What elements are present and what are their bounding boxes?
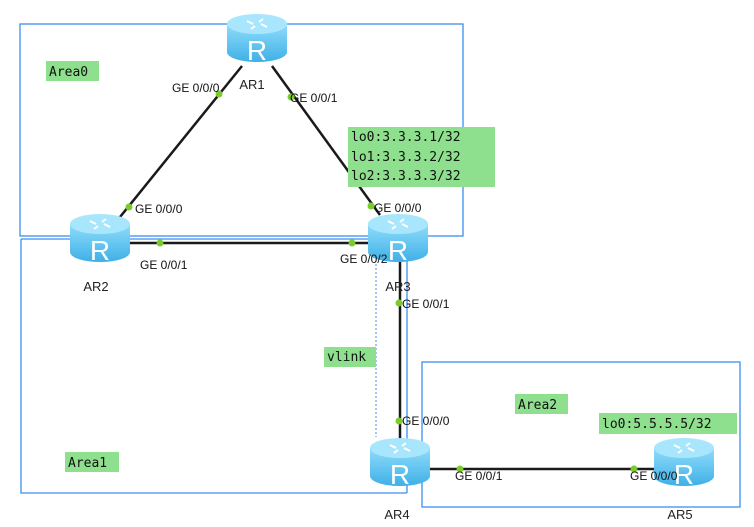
svg-text:lo0:3.3.3.1/32: lo0:3.3.3.1/32 [351, 130, 461, 145]
svg-text:Area2: Area2 [518, 398, 557, 413]
device-label-ar5: AR5 [667, 507, 692, 522]
port-label: GE 0/0/0 [172, 81, 220, 95]
port-dots [125, 90, 638, 473]
port-label: GE 0/0/0 [402, 414, 450, 428]
ar3-loopback-note: lo0:3.3.3.1/32 lo1:3.3.3.2/32 lo2:3.3.3.… [348, 127, 495, 187]
svg-text:lo0:5.5.5.5/32: lo0:5.5.5.5/32 [602, 417, 712, 432]
router-ar2-icon[interactable] [69, 213, 131, 267]
link-ar1-ar2[interactable] [119, 65, 243, 218]
port-label: GE 0/0/2 [340, 252, 388, 266]
device-label-ar4: AR4 [384, 507, 409, 522]
port-label: GE 0/0/0 [135, 202, 183, 216]
svg-text:lo2:3.3.3.3/32: lo2:3.3.3.3/32 [351, 169, 461, 184]
area0-label: Area0 [46, 61, 99, 81]
port-label: GE 0/0/1 [455, 469, 503, 483]
ar5-loopback-note: lo0:5.5.5.5/32 [599, 413, 737, 434]
svg-text:lo1:3.3.3.2/32: lo1:3.3.3.2/32 [351, 150, 461, 165]
router-ar1-icon[interactable] [226, 13, 288, 67]
port-label: GE 0/0/1 [402, 297, 450, 311]
port-label: GE 0/0/1 [140, 258, 188, 272]
link-ar1-ar3[interactable] [270, 65, 382, 216]
svg-text:vlink: vlink [327, 350, 366, 365]
device-label-ar1: AR1 [239, 77, 264, 92]
port-label: GE 0/0/0 [374, 201, 422, 215]
area2-label: Area2 [515, 394, 568, 414]
svg-text:Area1: Area1 [68, 456, 107, 471]
device-label-ar3: AR3 [385, 279, 410, 294]
port-label: GE 0/0/0 [630, 469, 678, 483]
port-label: GE 0/0/1 [290, 91, 338, 105]
svg-text:Area0: Area0 [49, 65, 88, 80]
vlink-label: vlink [324, 347, 376, 367]
area1-label: Area1 [65, 452, 119, 472]
router-ar4-icon[interactable] [369, 437, 431, 491]
device-label-ar2: AR2 [83, 279, 108, 294]
area2-boundary [421, 361, 741, 508]
